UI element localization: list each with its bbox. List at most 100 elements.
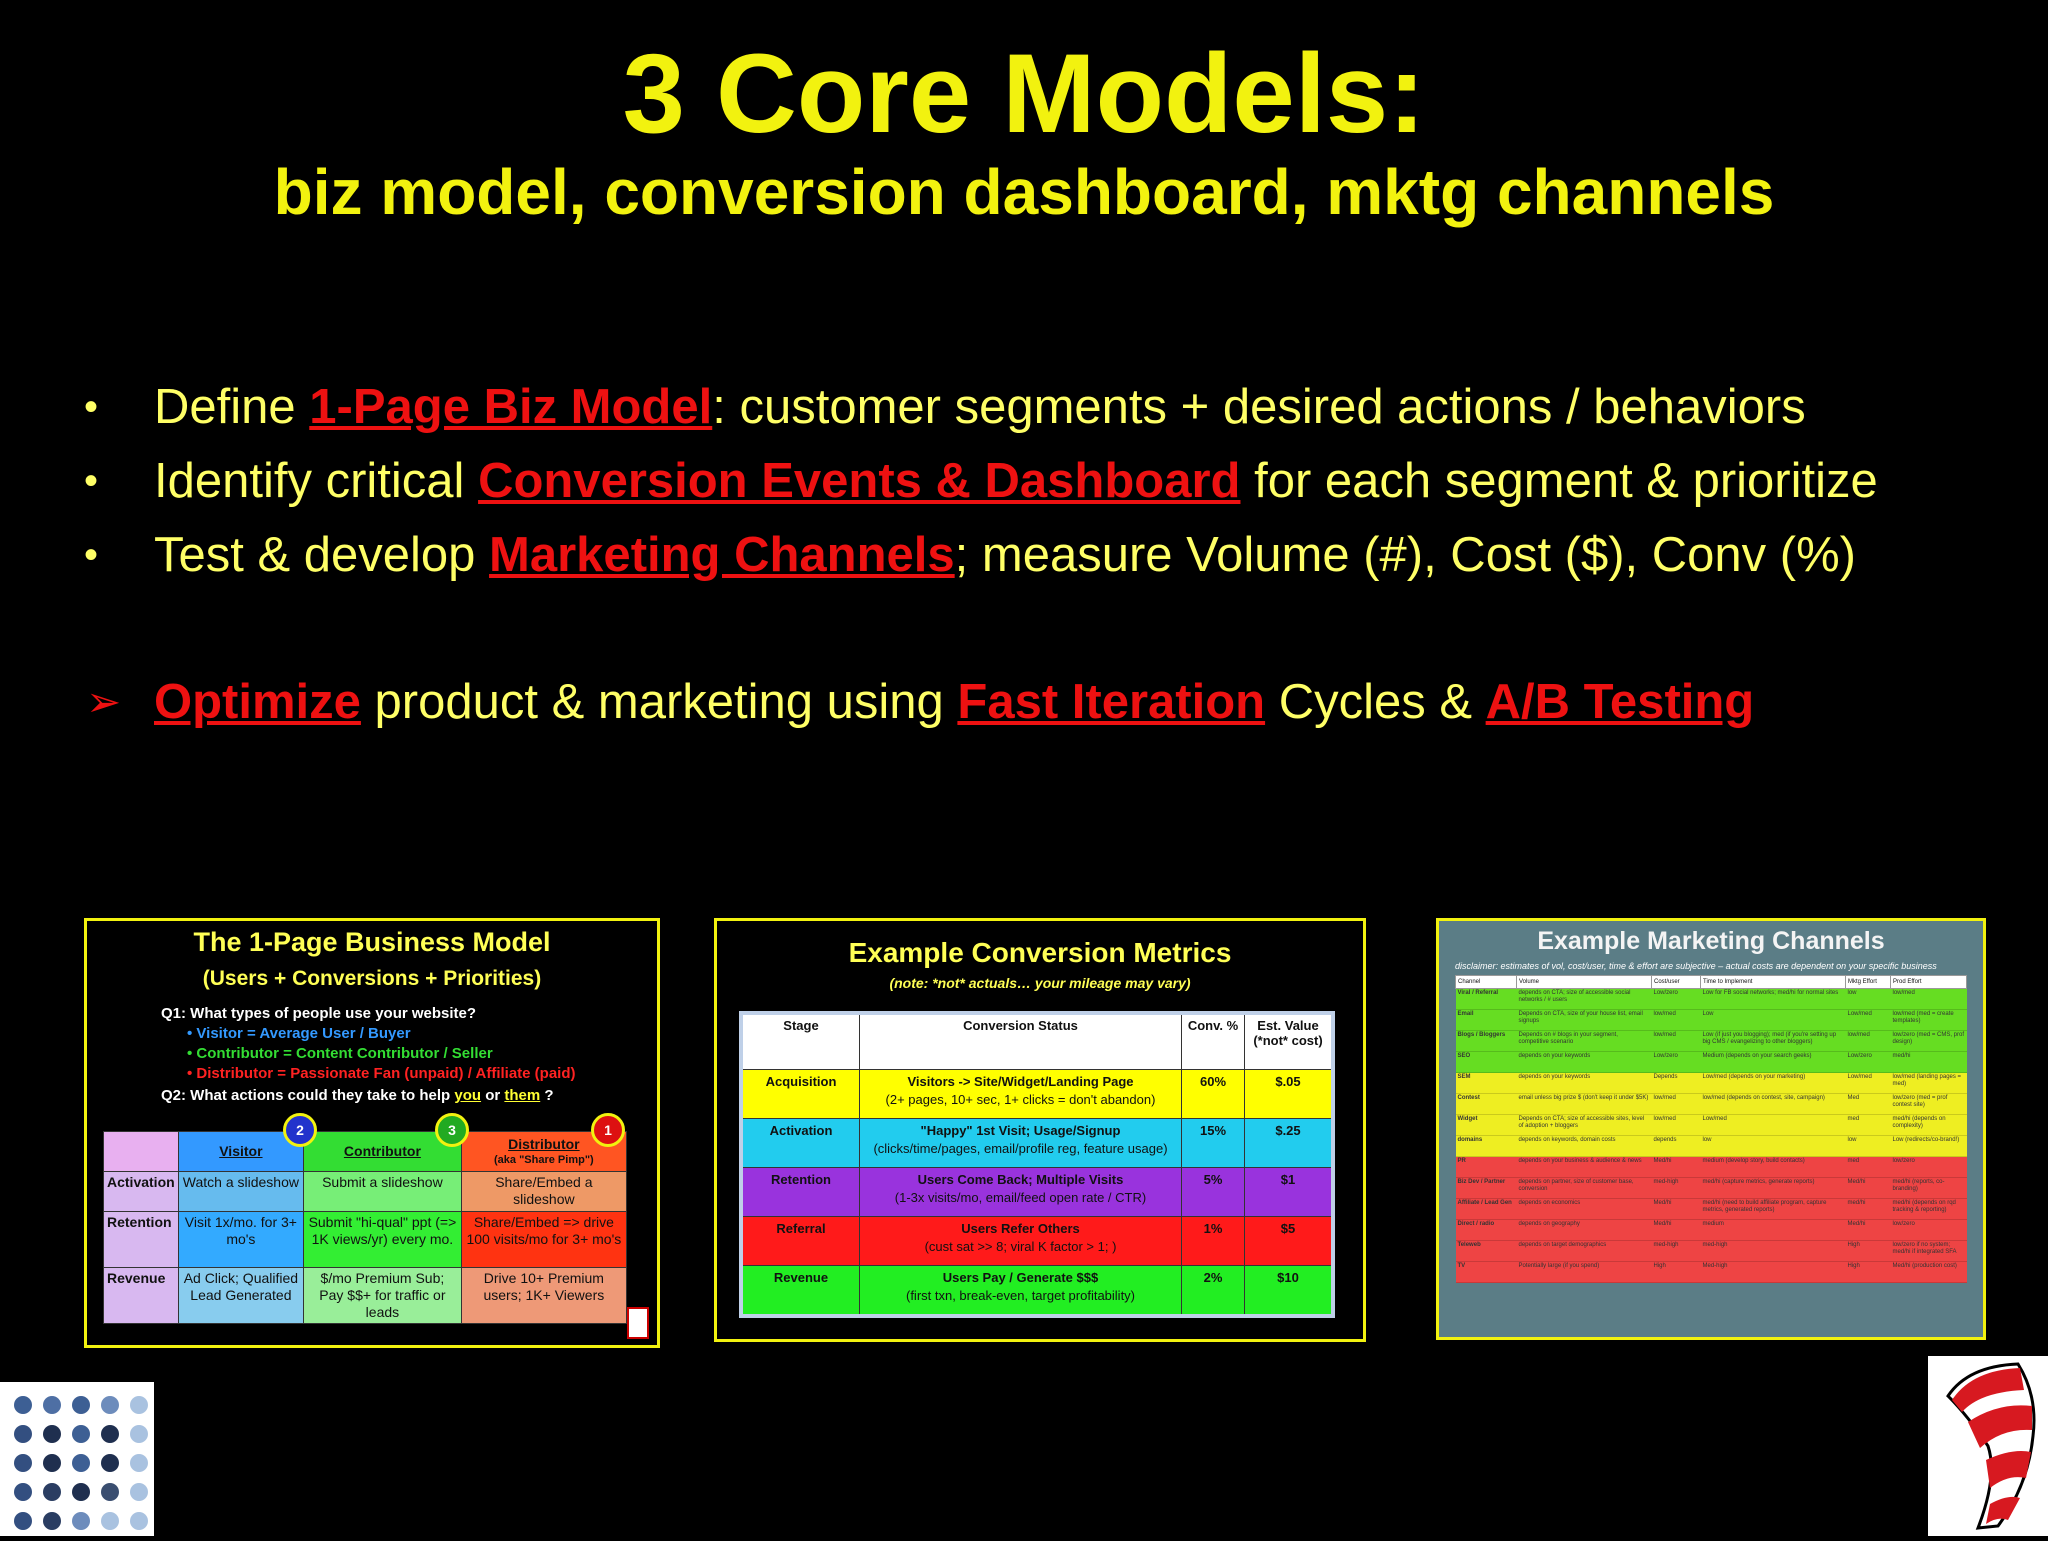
stage-cell: Activation	[740, 1118, 860, 1168]
table-cell: low	[1700, 1135, 1846, 1157]
dot-icon	[72, 1483, 90, 1501]
dot-icon	[130, 1396, 148, 1414]
optimize-link[interactable]: Optimize	[154, 675, 361, 729]
bullet-text: ; measure Volume (#), Cost ($), Conv (%)	[954, 528, 1856, 582]
bullet-link[interactable]: Marketing Channels	[489, 528, 955, 582]
bullet-dot-icon: •	[84, 459, 99, 503]
segment-item: • Distributor = Passionate Fan (unpaid) …	[187, 1065, 576, 1082]
column-header: Contributor	[303, 1131, 462, 1172]
bullet-link[interactable]: 1-Page Biz Model	[309, 380, 713, 434]
column-header: Cost/user	[1651, 975, 1701, 989]
dot-icon	[130, 1425, 148, 1443]
table-cell: Med-high	[1700, 1261, 1846, 1283]
channel-cell: Widget	[1455, 1114, 1517, 1136]
dot-icon	[43, 1483, 61, 1501]
table-cell: Visit 1x/mo. for 3+ mo's	[177, 1211, 305, 1268]
dot-icon	[101, 1396, 119, 1414]
question-1: Q1: What types of people use your websit…	[161, 1005, 477, 1022]
value-cell: $.25	[1244, 1118, 1334, 1168]
table-cell: low/med	[1651, 1114, 1701, 1136]
table-cell: depends on your business & audience & ne…	[1516, 1156, 1652, 1178]
dot-icon	[72, 1454, 90, 1472]
dot-icon	[14, 1512, 32, 1530]
ab-testing-link[interactable]: A/B Testing	[1485, 675, 1755, 729]
table-cell: low/med	[1651, 1009, 1701, 1031]
conv-cell: 15%	[1181, 1118, 1245, 1168]
bullet-dot-icon: •	[84, 385, 99, 429]
dot-icon	[14, 1483, 32, 1501]
table-cell: Depends on # blogs in your segment, comp…	[1516, 1030, 1652, 1052]
striped-hat-icon	[1946, 1362, 2036, 1530]
channel-cell: Contest	[1455, 1093, 1517, 1115]
value-cell: $5	[1244, 1216, 1334, 1266]
dot-icon	[101, 1454, 119, 1472]
bullet-text: Identify critical	[154, 454, 479, 508]
dot-icon	[101, 1512, 119, 1530]
dot-icon	[43, 1425, 61, 1443]
value-cell: $.05	[1244, 1069, 1334, 1119]
bullet-link[interactable]: Conversion Events & Dashboard	[478, 454, 1241, 508]
table-cell: low/zero	[1890, 1156, 1967, 1178]
table-cell: med/hi (reports, co-branding)	[1890, 1177, 1967, 1199]
table-cell: Depends on CTA; size of accessible sites…	[1516, 1114, 1652, 1136]
table-cell: low/med	[1845, 1030, 1891, 1052]
dot-icon	[130, 1512, 148, 1530]
channel-cell: Viral / Referral	[1455, 988, 1517, 1010]
bullet-item: • Test & develop Marketing Channels; mea…	[80, 523, 2040, 597]
table-cell: Watch a slideshow	[177, 1171, 305, 1212]
row-label: Revenue	[103, 1267, 179, 1324]
status-cell: Users Pay / Generate $$$(first txn, brea…	[859, 1265, 1182, 1317]
table-cell: low	[1845, 1135, 1891, 1157]
dot-icon	[14, 1425, 32, 1443]
table-cell: low/med (depends on contest, site, campa…	[1700, 1093, 1846, 1115]
conversion-metrics-thumbnail[interactable]: Example Conversion Metrics (note: *not* …	[714, 918, 1366, 1342]
dot-icon	[130, 1454, 148, 1472]
table-cell: med-high	[1651, 1240, 1701, 1262]
conv-cell: 5%	[1181, 1167, 1245, 1217]
bullet-item: • Identify critical Conversion Events & …	[80, 449, 2040, 523]
table-cell: med/hi (depends on rqd tracking & report…	[1890, 1198, 1967, 1220]
table-cell: low/zero (med = CMS, prof design)	[1890, 1030, 1967, 1052]
column-header: Volume	[1516, 975, 1652, 989]
table-cell: Share/Embed a slideshow	[460, 1171, 628, 1212]
table-cell: low	[1845, 988, 1891, 1010]
segment-item: • Contributor = Content Contributor / Se…	[187, 1045, 493, 1062]
table-cell: Low (redirects/co-brand!)	[1890, 1135, 1967, 1157]
conv-cell: 2%	[1181, 1265, 1245, 1317]
table-row: Activation "Happy" 1st Visit; Usage/Sign…	[740, 1118, 1334, 1168]
channel-cell: domains	[1455, 1135, 1517, 1157]
marketing-channels-thumbnail[interactable]: Example Marketing Channels disclaimer: e…	[1436, 918, 1986, 1340]
question-2: Q2: What actions could they take to help…	[161, 1087, 554, 1104]
priority-badge: 2	[283, 1113, 317, 1147]
channel-cell: TV	[1455, 1261, 1517, 1283]
column-header: Channel	[1455, 975, 1517, 989]
status-cell: Users Refer Others(cust sat >> 8; viral …	[859, 1216, 1182, 1266]
priority-badge: 1	[591, 1113, 625, 1147]
channel-cell: Email	[1455, 1009, 1517, 1031]
priority-badge: 3	[435, 1113, 469, 1147]
table-row: Acquisition Visitors -> Site/Widget/Land…	[740, 1069, 1334, 1119]
dot-icon	[101, 1483, 119, 1501]
business-model-thumbnail[interactable]: The 1-Page Business Model (Users + Conve…	[84, 918, 660, 1348]
row-label: Activation	[103, 1171, 179, 1212]
fast-iteration-link[interactable]: Fast Iteration	[957, 675, 1266, 729]
dot-icon	[14, 1396, 32, 1414]
table-cell: Ad Click; Qualified Lead Generated	[177, 1267, 305, 1324]
stage-cell: Revenue	[740, 1265, 860, 1317]
channel-cell: Biz Dev / Partner	[1455, 1177, 1517, 1199]
bullet-text: : customer segments + desired actions / …	[712, 380, 1806, 434]
table-cell: Low/med	[1845, 1009, 1891, 1031]
channel-cell: PR	[1455, 1156, 1517, 1178]
table-cell: Low/zero	[1651, 988, 1701, 1010]
table-cell: med	[1845, 1114, 1891, 1136]
table-cell: depends on target demographics	[1516, 1240, 1652, 1262]
table-cell: Submit "hi-qual" ppt (=> 1K views/yr) ev…	[303, 1211, 462, 1268]
table-cell: depends on your keywords	[1516, 1072, 1652, 1094]
column-header: Prod Effort	[1890, 975, 1967, 989]
optimize-text: Cycles &	[1265, 675, 1486, 729]
dot-icon	[130, 1483, 148, 1501]
column-header: Conv. %	[1181, 1012, 1245, 1070]
stage-cell: Retention	[740, 1167, 860, 1217]
